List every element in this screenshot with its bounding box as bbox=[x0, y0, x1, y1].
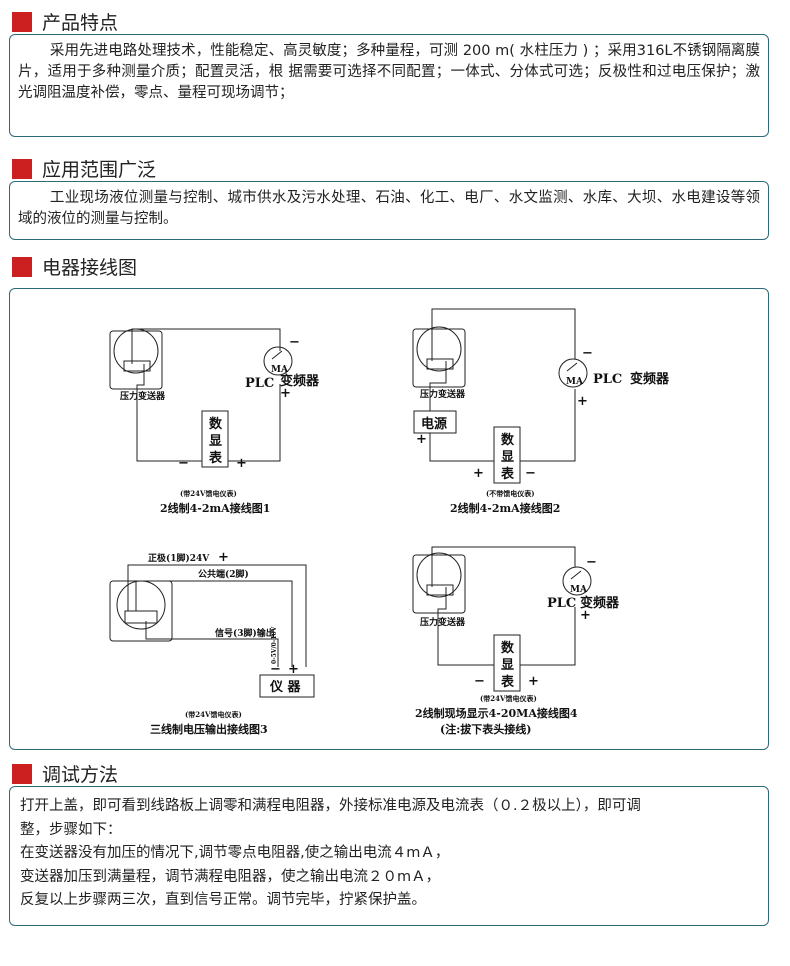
display-char-2: 显 bbox=[501, 658, 514, 673]
power-box bbox=[413, 410, 457, 434]
digital-display-box bbox=[493, 426, 521, 484]
section-title: 产品特点 bbox=[42, 12, 119, 34]
plus-sign: + bbox=[528, 674, 539, 689]
minus-sign: − bbox=[474, 674, 485, 689]
plc-label: PLC bbox=[593, 372, 622, 387]
inverter-label: 变频器 bbox=[280, 373, 320, 389]
red-square-icon bbox=[12, 256, 32, 277]
meter-note: (不带馈电仪表) bbox=[486, 489, 535, 498]
section-header-features: 产品特点 bbox=[12, 8, 118, 35]
section-header-applications: 应用范围广泛 bbox=[12, 155, 156, 182]
display-char-2: 显 bbox=[209, 434, 222, 449]
red-square-icon bbox=[12, 11, 32, 32]
minus-sign: − bbox=[582, 346, 593, 361]
debug-line-5: 反复以上步骤两三次，直到信号正常。调节完毕，拧紧保护盖。 bbox=[20, 892, 426, 908]
diagram-3: 正极(1脚)24V + 公共端(2脚) 信号(3脚)输出 0-5V/0-10V … bbox=[109, 550, 315, 736]
display-char-1: 数 bbox=[209, 416, 223, 432]
ma-meter-icon bbox=[562, 566, 592, 596]
transmitter-housing bbox=[412, 554, 466, 614]
ma-meter-icon bbox=[558, 358, 588, 388]
plus-sign: + bbox=[473, 466, 484, 481]
applications-text: 工业现场液位测量与控制、城市供水及污水处理、石油、化工、电厂、水文监测、水库、大… bbox=[18, 190, 760, 227]
debug-line-3: 在变送器没有加压的情况下,调节零点电阻器,使之输出电流４mＡ， bbox=[20, 845, 450, 861]
ma-label: MA bbox=[566, 377, 584, 387]
red-square-icon bbox=[12, 158, 32, 179]
section-title: 调试方法 bbox=[42, 764, 119, 786]
minus-sign: − bbox=[525, 466, 536, 481]
section-header-wiring: 电器接线图 bbox=[12, 253, 137, 280]
meter-note: (带24V馈电仪表) bbox=[185, 710, 242, 719]
transmitter-label: 压力变送器 bbox=[120, 390, 166, 402]
voltage-note: 0-5V/0-10V bbox=[271, 626, 278, 664]
transmitter-dial bbox=[416, 552, 462, 598]
terminal-block bbox=[426, 584, 454, 596]
inverter-label: 变频器 bbox=[630, 371, 670, 387]
diagram-4: 压力变送器 MA − PLC 变频器 + 数 显 表 − + (带24V馈电仪表… bbox=[412, 546, 620, 736]
caption-diagram-3: 三线制电压输出接线图3 bbox=[150, 722, 268, 736]
minus-sign: − bbox=[586, 555, 597, 570]
wiring-diagrams: 压力变送器 MA − PLC 变频器 + 数 显 表 − + (带24V馈电仪表… bbox=[109, 308, 670, 736]
digital-display-box bbox=[493, 634, 521, 692]
applications-box: 工业现场液位测量与控制、城市供水及污水处理、石油、化工、电厂、水文监测、水库、大… bbox=[9, 181, 769, 240]
instrument-label: 仪 器 bbox=[269, 680, 302, 695]
debug-line-1: 打开上盖，即可看到线路板上调零和满程电阻器，外接标准电源及电流表（０.２极以上）… bbox=[20, 798, 641, 814]
caption-diagram-2: 2线制4-2mA接线图2 bbox=[450, 501, 560, 515]
features-text: 采用先进电路处理技术，性能稳定、高灵敏度；多种量程，可测 200 m( 水柱压力… bbox=[18, 43, 760, 101]
instrument-box bbox=[259, 674, 315, 698]
inverter-label: 变频器 bbox=[580, 595, 620, 611]
plc-label: PLC bbox=[547, 596, 576, 611]
features-box: 采用先进电路处理技术，性能稳定、高灵敏度；多种量程，可测 200 m( 水柱压力… bbox=[9, 34, 769, 137]
plus-sign: + bbox=[280, 386, 291, 401]
plus-sign: + bbox=[236, 456, 247, 471]
plc-label: PLC bbox=[245, 376, 274, 391]
diagram-1: 压力变送器 MA − PLC 变频器 + 数 显 表 − + (带24V馈电仪表… bbox=[109, 328, 320, 515]
display-char-1: 数 bbox=[501, 432, 515, 448]
display-char-2: 显 bbox=[501, 450, 514, 465]
minus-sign: − bbox=[270, 662, 281, 677]
plus-sign: + bbox=[580, 608, 591, 623]
transmitter-dial bbox=[416, 326, 462, 372]
transmitter-label: 压力变送器 bbox=[420, 616, 466, 628]
display-char-3: 表 bbox=[500, 466, 515, 482]
ma-meter-icon bbox=[263, 346, 293, 376]
ma-label: MA bbox=[271, 365, 289, 375]
terminal-block bbox=[123, 360, 151, 372]
plus-sign: + bbox=[288, 662, 299, 677]
red-square-icon bbox=[12, 763, 32, 784]
minus-sign: − bbox=[289, 335, 300, 350]
digital-display-box bbox=[201, 410, 229, 468]
section-title: 电器接线图 bbox=[42, 257, 138, 279]
terminal-block bbox=[124, 610, 158, 624]
plus-sign: + bbox=[218, 550, 229, 565]
debug-line-2: 整，步骤如下： bbox=[20, 821, 122, 838]
meter-note: (带24V馈电仪表) bbox=[180, 489, 237, 498]
terminal-block bbox=[426, 358, 454, 370]
wiring-box: 压力变送器 MA − PLC 变频器 + 数 显 表 − + (带24V馈电仪表… bbox=[9, 288, 769, 750]
transmitter-dial bbox=[116, 580, 166, 630]
transmitter-label: 压力变送器 bbox=[420, 388, 466, 400]
transmitter-housing bbox=[109, 330, 163, 390]
display-char-1: 数 bbox=[501, 640, 515, 656]
plus-sign: + bbox=[416, 432, 427, 447]
display-char-3: 表 bbox=[500, 674, 515, 690]
caption-diagram-1: 2线制4-2mA接线图1 bbox=[160, 501, 270, 515]
meter-note: (带24V馈电仪表) bbox=[480, 694, 537, 703]
section-title: 应用范围广泛 bbox=[42, 159, 157, 181]
power-label: 电源 bbox=[421, 416, 447, 432]
pos-24v-label: 正极(1脚)24V bbox=[148, 552, 210, 564]
ma-label: MA bbox=[570, 585, 588, 595]
caption-diagram-4-note: (注:拔下表头接线) bbox=[440, 722, 531, 736]
caption-diagram-4: 2线制现场显示4-20MA接线图4 bbox=[415, 706, 578, 720]
section-header-debug: 调试方法 bbox=[12, 760, 118, 787]
transmitter-dial bbox=[113, 328, 159, 374]
plus-sign: + bbox=[577, 394, 588, 409]
debug-box: 打开上盖，即可看到线路板上调零和满程电阻器，外接标准电源及电流表（０.２极以上）… bbox=[9, 786, 769, 926]
diagram-2: 压力变送器 电源 + MA − PLC 变频器 + 数 显 表 + − (不带馈… bbox=[412, 308, 670, 515]
minus-sign: − bbox=[178, 456, 189, 471]
transmitter-housing bbox=[412, 328, 466, 388]
signal-label: 信号(3脚)输出 bbox=[215, 627, 275, 639]
common-label: 公共端(2脚) bbox=[198, 568, 249, 580]
display-char-3: 表 bbox=[208, 450, 223, 466]
debug-line-4: 变送器加压到满量程，调节满程电阻器，使之输出电流２０mＡ， bbox=[20, 868, 441, 885]
